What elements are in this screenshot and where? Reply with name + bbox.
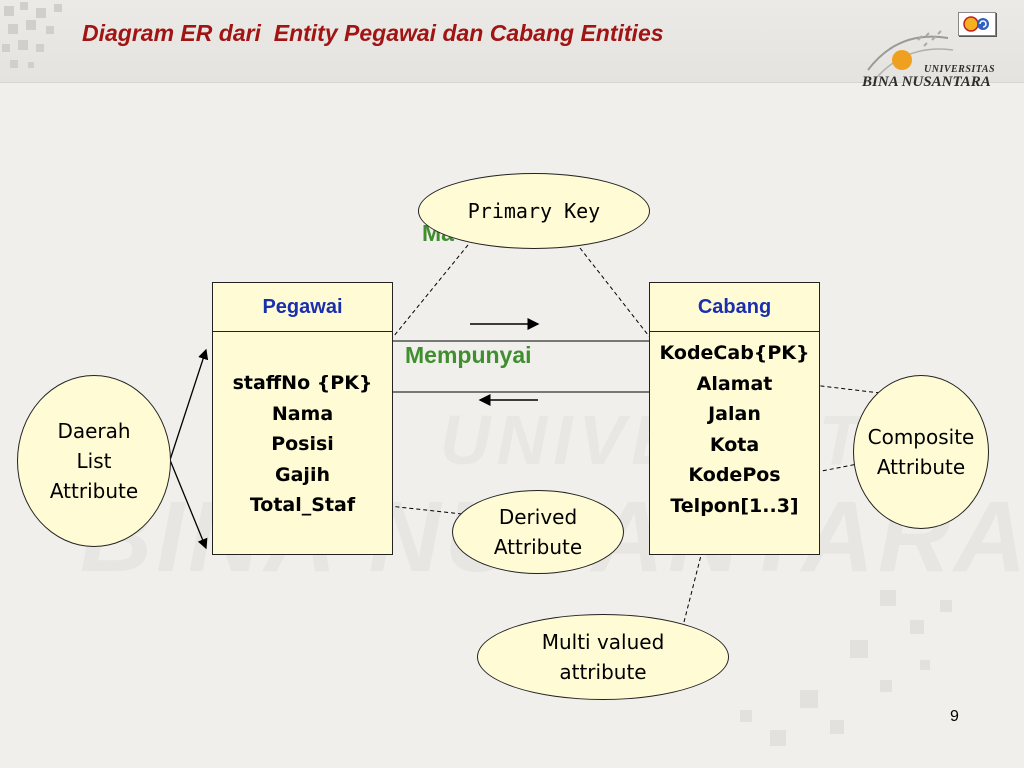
composite-line-2 bbox=[795, 461, 869, 479]
annotation-list-attribute-text: Daerah List Attribute bbox=[49, 419, 139, 503]
attribute-telpon: Telpon[1..3] bbox=[670, 494, 799, 517]
annotation-primary-key: Primary Key bbox=[418, 173, 650, 249]
attribute-total-staf: Total_Staf bbox=[249, 494, 356, 516]
attribute-alamat: Alamat bbox=[696, 372, 773, 395]
annotation-list-attribute: Daerah List Attribute bbox=[17, 375, 171, 547]
relationship-label: Mempunyai bbox=[405, 342, 532, 368]
entity-cabang-name: Cabang bbox=[650, 283, 819, 332]
university-logo bbox=[867, 30, 954, 77]
attribute-staffno: staffNo {PK} bbox=[232, 372, 373, 394]
entity-cabang-attributes: KodeCab{PK} Alamat Jalan Kota KodePos Te… bbox=[650, 332, 819, 521]
attribute-kodecab: KodeCab{PK} bbox=[659, 342, 810, 364]
annotation-composite-attribute-text: Composite Attribute bbox=[867, 425, 975, 479]
attribute-kodepos: KodePos bbox=[688, 464, 781, 486]
entity-pegawai-attributes: staffNo {PK} Nama Posisi Gajih Total_Sta… bbox=[213, 332, 392, 521]
annotation-composite-attribute: Composite Attribute bbox=[853, 375, 989, 529]
entity-cabang: Cabang KodeCab{PK} Alamat Jalan Kota Kod… bbox=[649, 282, 820, 555]
logo-text-bina-nusantara: BINA NUSANTARA bbox=[862, 74, 991, 90]
list-attribute-arrow-up bbox=[169, 348, 209, 461]
logo-text-universitas: UNIVERSITAS bbox=[924, 64, 996, 75]
attribute-jalan: Jalan bbox=[708, 403, 761, 425]
annotation-derived-attribute: Derived Attribute bbox=[452, 490, 624, 574]
attribute-kota: Kota bbox=[709, 433, 760, 456]
annotation-multi-valued-attribute-text: Multi valued attribute bbox=[541, 630, 665, 684]
annotation-multi-valued-attribute: Multi valued attribute bbox=[477, 614, 729, 700]
attribute-posisi: Posisi bbox=[271, 433, 334, 455]
annotation-derived-attribute-text: Derived Attribute bbox=[493, 505, 583, 559]
entity-pegawai: Pegawai staffNo {PK} Nama Posisi Gajih T… bbox=[212, 282, 393, 555]
entity-pegawai-name: Pegawai bbox=[213, 283, 392, 332]
page-number: 9 bbox=[950, 708, 959, 725]
header-band bbox=[0, 0, 1024, 83]
decorative-dot-pattern bbox=[0, 0, 70, 80]
annotation-primary-key-text: Primary Key bbox=[467, 199, 601, 223]
decorative-dot-pattern-bottom bbox=[680, 580, 1020, 768]
attribute-nama: Nama bbox=[271, 402, 334, 425]
attribute-gajih: Gajih bbox=[275, 463, 330, 486]
list-attribute-arrow-down bbox=[169, 459, 208, 550]
slide-title: Diagram ER dari Entity Pegawai dan Caban… bbox=[82, 20, 664, 46]
slide-badge-icon bbox=[958, 12, 996, 36]
primary-key-line-right bbox=[579, 247, 653, 341]
